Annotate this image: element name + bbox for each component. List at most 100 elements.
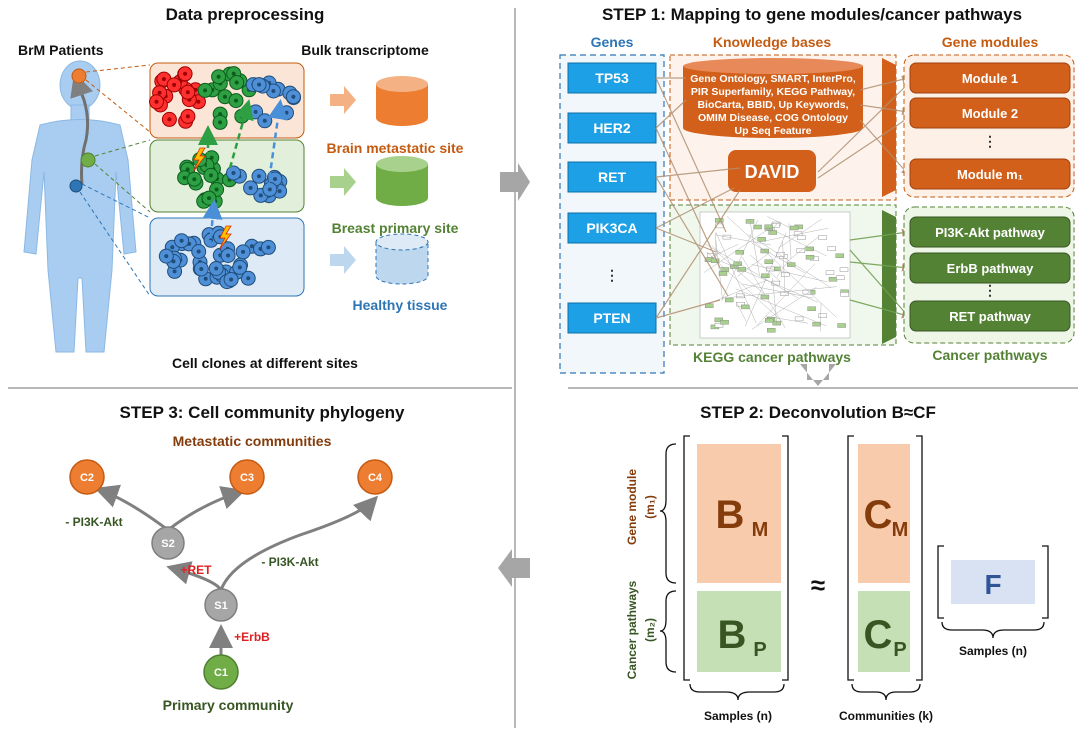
cancer-pathways-sub: (m₂) — [643, 618, 657, 642]
human-silhouette — [23, 60, 137, 353]
breast-site-label: Breast primary site — [332, 220, 459, 236]
genes-header: Genes — [591, 34, 634, 50]
mutation-bolt-1 — [192, 147, 206, 173]
kb-header: Knowledge bases — [713, 34, 831, 50]
step2-title: STEP 2: Deconvolution B≈CF — [700, 403, 936, 422]
samples-label: Samples (n) — [704, 709, 772, 723]
pathways-header: Cancer pathways — [932, 347, 1047, 363]
gene-box — [567, 161, 657, 193]
gene-box — [567, 212, 657, 244]
edge-label-pi3k-left: - PI3K-Akt — [65, 515, 122, 529]
healthy-block-arrow — [330, 246, 356, 274]
kegg-node — [768, 230, 777, 235]
pathway-funnel — [882, 210, 896, 344]
panel-preprocessing: Data preprocessing BrM Patients Bulk tra… — [18, 5, 464, 371]
svg-text:C1: C1 — [214, 667, 228, 679]
kegg-map-content — [703, 216, 849, 333]
kegg-node — [836, 275, 845, 280]
pathway-box — [909, 216, 1071, 248]
kegg-node — [776, 252, 785, 257]
kegg-node — [780, 291, 789, 296]
healthy-cell-cluster — [158, 225, 276, 290]
step1-title: STEP 1: Mapping to gene modules/cancer p… — [602, 5, 1022, 24]
kegg-node — [718, 271, 728, 276]
f-block — [951, 560, 1035, 604]
gene-box — [567, 112, 657, 144]
gene-module-sub: (m₁) — [643, 495, 657, 519]
f-samples-label: Samples (n) — [959, 644, 1027, 658]
kegg-node — [765, 318, 774, 323]
module-label: Module 1 — [962, 71, 1018, 86]
cm-sub: M — [892, 519, 909, 541]
kb-line: OMIM Disease, COG Ontology — [698, 112, 848, 124]
kegg-node — [714, 317, 723, 323]
kegg-node — [794, 316, 804, 322]
bulk-label: Bulk transcriptome — [301, 42, 429, 58]
primary-label: Primary community — [163, 697, 294, 713]
pathway-box — [909, 252, 1071, 284]
kegg-node — [789, 225, 799, 231]
kegg-node — [761, 273, 770, 278]
kegg-node — [736, 293, 745, 299]
kegg-node — [753, 224, 762, 230]
healthy-site-dot — [69, 179, 83, 193]
kegg-node — [707, 253, 716, 258]
pathway-label: ErbB pathway — [947, 261, 1034, 276]
kegg-node — [710, 258, 720, 263]
edge-label-erbb: +ErbB — [234, 630, 270, 644]
kegg-node — [840, 292, 849, 297]
cp-main: C — [864, 613, 893, 657]
cm-main: C — [864, 493, 893, 537]
edge-label-pi3k-right: - PI3K-Akt — [261, 555, 318, 569]
svg-text:C2: C2 — [80, 472, 94, 484]
svg-text:C3: C3 — [240, 472, 254, 484]
module-ellipsis: ⋮ — [983, 133, 997, 149]
kegg-label: KEGG cancer pathways — [693, 349, 851, 365]
kegg-node — [837, 323, 846, 328]
kb-line: BioCarta, BBID, Up Keywords, — [697, 99, 848, 111]
kegg-node — [805, 254, 815, 260]
module-box — [909, 158, 1071, 190]
modules-header: Gene modules — [942, 34, 1039, 50]
bm-sub: M — [752, 519, 769, 541]
kegg-node — [812, 321, 821, 327]
gene-label: HER2 — [593, 120, 631, 136]
flow-arrow-left — [498, 549, 530, 587]
module-box — [909, 97, 1071, 129]
kb-line: Up Seq Feature — [734, 125, 811, 137]
node-c2: C2 — [69, 459, 105, 495]
gene-label: PTEN — [593, 310, 630, 326]
kegg-node — [764, 259, 773, 264]
node-s2: S2 — [151, 526, 185, 560]
kb-line: PIR Superfamily, KEGG Pathway, — [691, 86, 855, 98]
kegg-node — [825, 270, 835, 275]
kegg-node — [736, 302, 745, 307]
healthy-cylinder — [375, 233, 429, 285]
david-label: DAVID — [745, 162, 800, 182]
kegg-node — [767, 328, 776, 333]
bp-sub: P — [753, 639, 766, 661]
node-s1: S1 — [204, 588, 238, 622]
kb-text: Gene Ontology, SMART, InterPro,PIR Super… — [690, 73, 856, 137]
node-c1: C1 — [203, 654, 239, 690]
flow-arrow-right — [500, 163, 530, 201]
kegg-node — [781, 272, 790, 277]
pathway-box — [909, 300, 1071, 332]
kegg-node — [737, 267, 746, 272]
brain-site-label: Brain metastatic site — [327, 140, 464, 156]
module-box — [909, 62, 1071, 94]
kegg-node — [828, 277, 838, 282]
kegg-node — [805, 246, 814, 252]
edge-label-ret: +RET — [180, 563, 212, 577]
gene-box — [567, 62, 657, 94]
patients-label: BrM Patients — [18, 42, 104, 58]
cp-sub: P — [893, 639, 906, 661]
kegg-node — [818, 235, 827, 240]
kegg-node — [741, 304, 750, 310]
cancer-pathways-label: Cancer pathways — [625, 580, 639, 679]
svg-text:C4: C4 — [368, 472, 383, 484]
brain-cylinder — [376, 76, 428, 126]
